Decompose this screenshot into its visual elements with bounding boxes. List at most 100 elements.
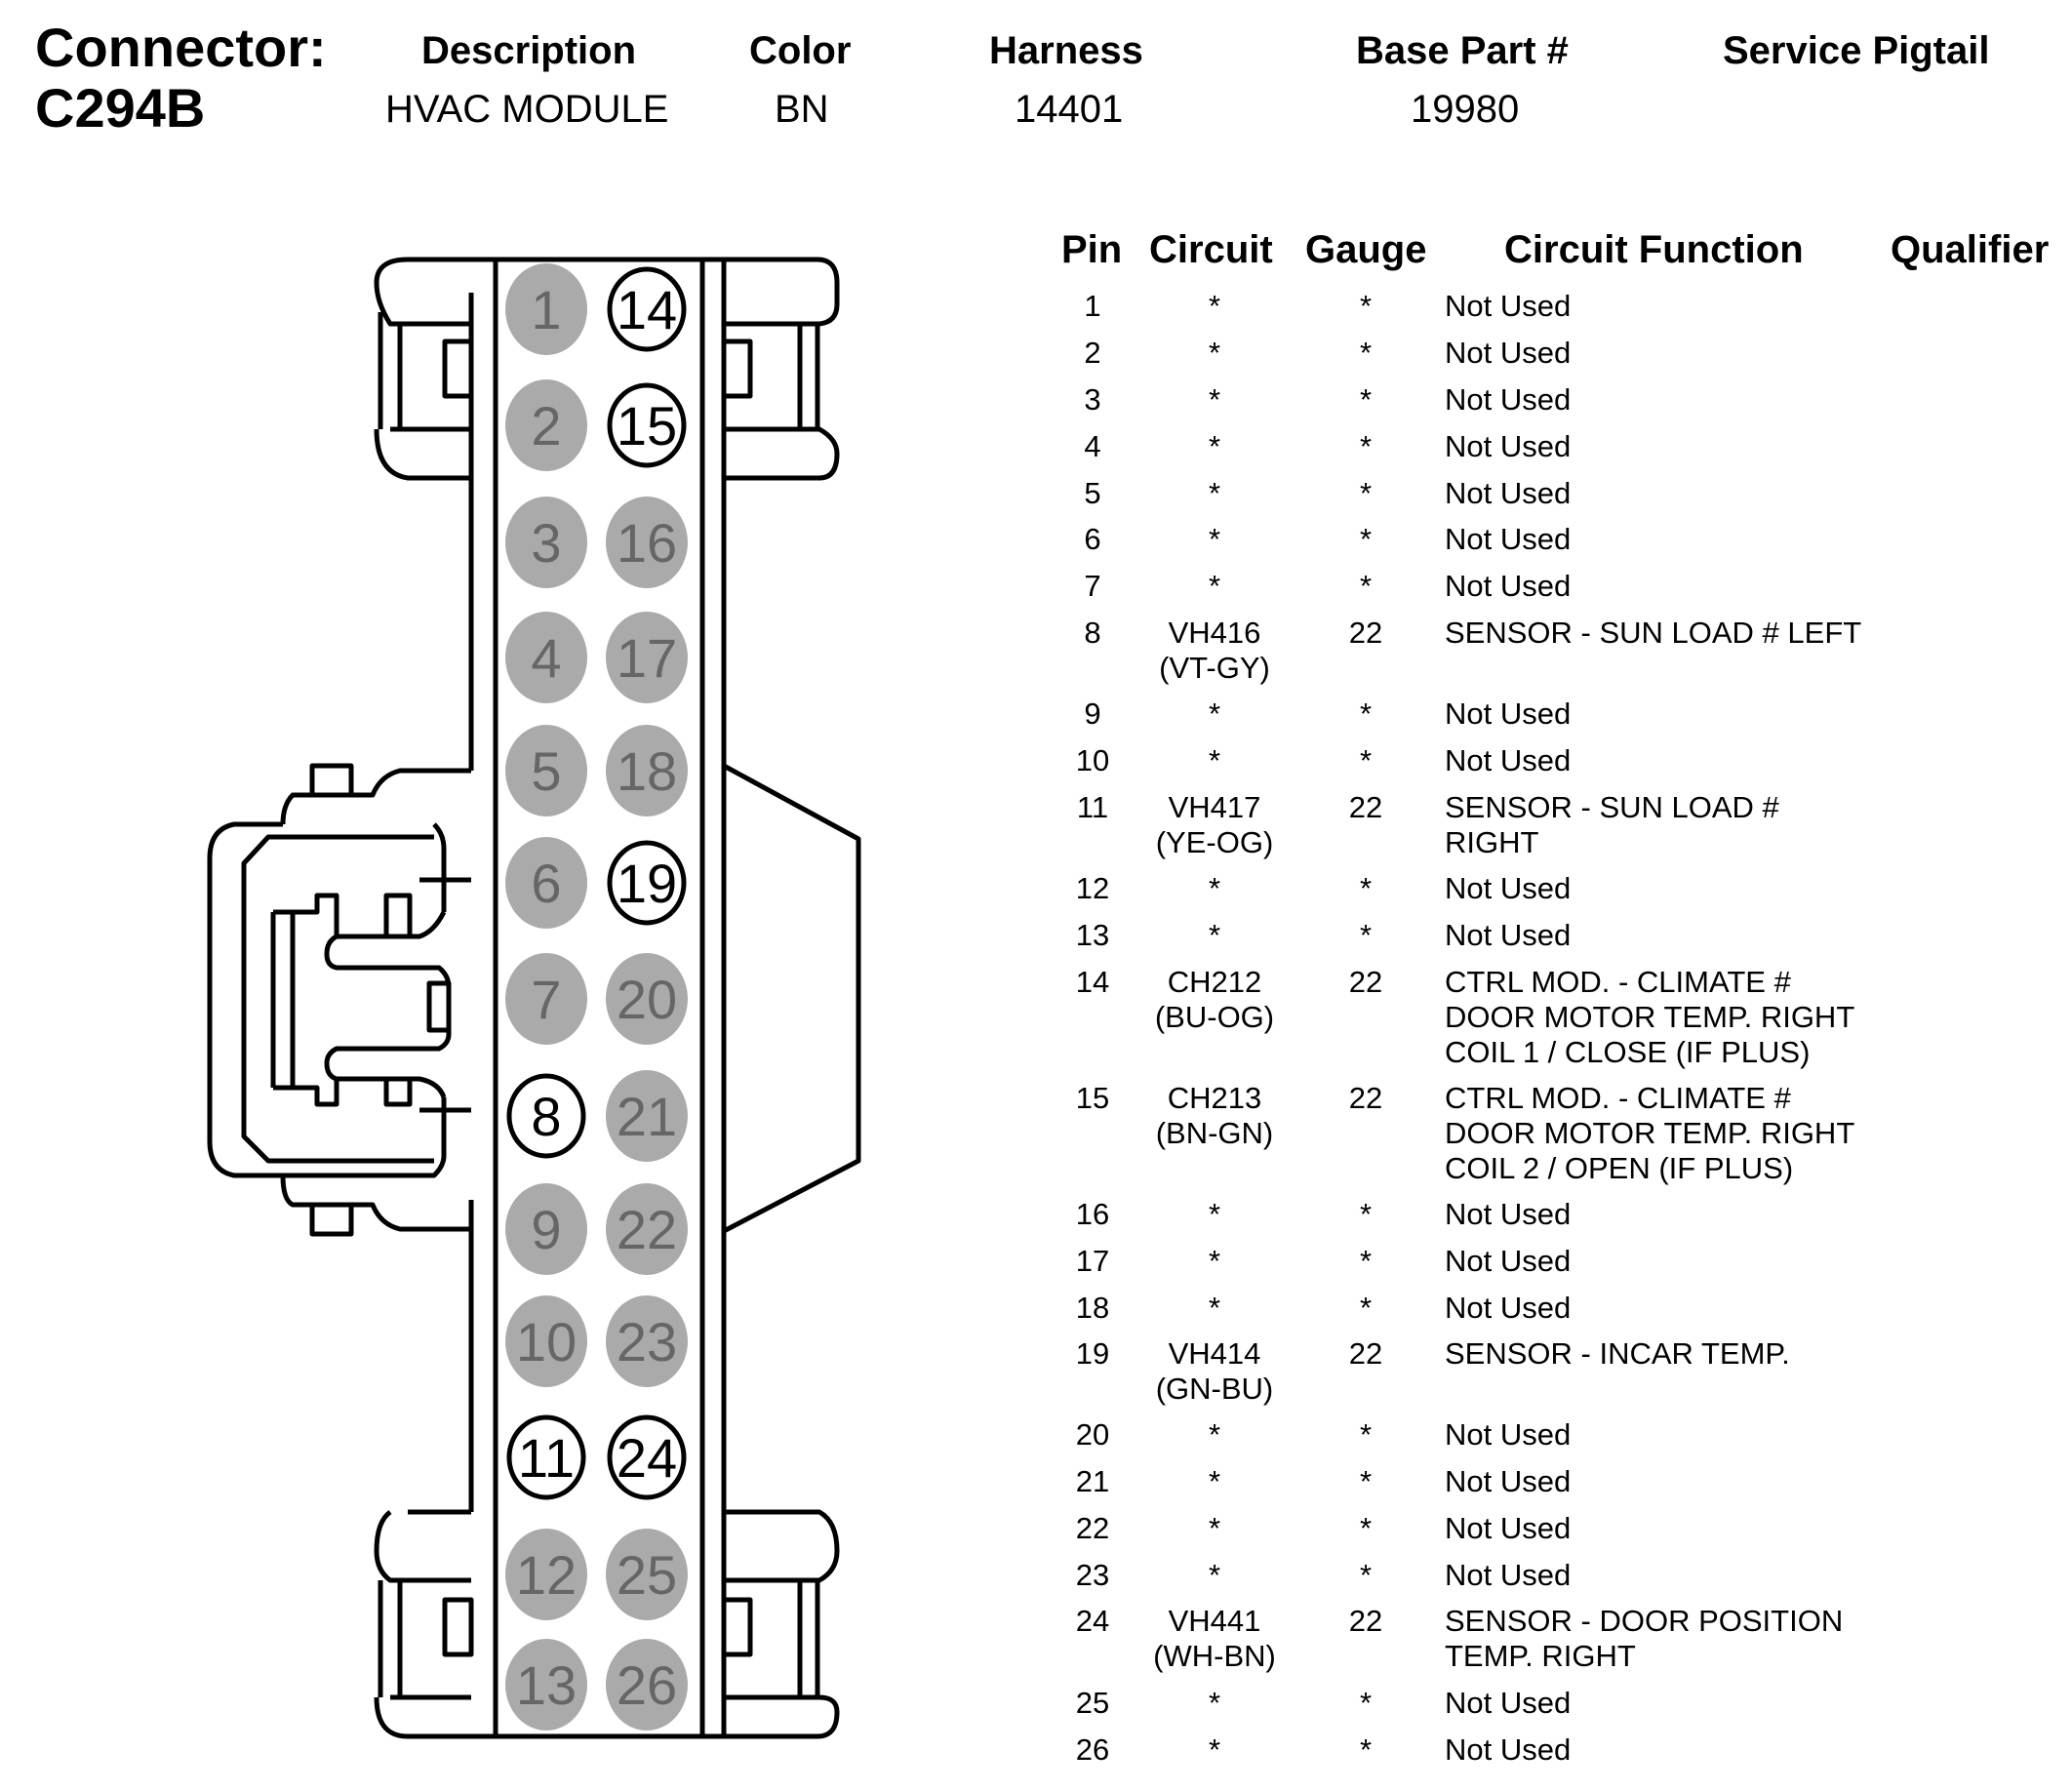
pin-cell: 18 [1075,1291,1110,1325]
pin-cell: 25 [1075,1686,1110,1720]
gauge-cell: * [1359,1197,1373,1231]
gauge-cell: * [1359,522,1373,556]
pin-number: 4 [531,627,561,689]
pin-cavity: 11 [506,1414,586,1500]
col-header-circuit-function: Circuit Function [1504,228,1804,271]
pin-cavity: 25 [606,1529,688,1620]
pin-cavity: 15 [607,382,687,468]
connector-label: Connector: [35,17,327,78]
function-cell: Not Used [1445,918,1572,952]
pin-number: 7 [531,969,561,1030]
gauge-cell: * [1359,696,1373,731]
gauge-cell: * [1359,918,1373,952]
gauge-cell: 22 [1348,1081,1383,1115]
function-cell: SENSOR - INCAR TEMP. [1445,1336,1790,1371]
connector-housing [207,257,861,1739]
unused-pin-circle [505,1639,587,1731]
pin-cavity: 14 [607,266,687,352]
function-cell: SENSOR - SUN LOAD # LEFT [1445,616,1862,650]
color-value: BN [775,88,829,131]
function-cell: SENSOR - SUN LOAD # RIGHT [1445,790,1779,859]
function-cell: Not Used [1445,1417,1572,1452]
pin-number: 15 [617,395,677,457]
circuit-cell: * [1208,476,1221,510]
unused-pin-circle [606,1183,688,1275]
pin-cavity: 3 [505,497,587,588]
unused-pin-circle [606,1070,688,1162]
pin-cavity: 10 [505,1295,587,1387]
pin-number: 19 [617,853,677,914]
used-pin-circle [506,1073,586,1159]
circuit-cell: VH417 (YE-OG) [1155,790,1274,859]
pin-number: 8 [531,1086,561,1147]
pin-cavity: 7 [505,953,587,1045]
unused-pin-circle [606,725,688,816]
function-cell: Not Used [1445,743,1572,777]
pin-cavity: 22 [606,1183,688,1275]
used-pin-circle [607,382,687,468]
gauge-cell: * [1359,1511,1373,1545]
function-cell: Not Used [1445,476,1572,510]
pin-cell: 9 [1084,696,1101,731]
function-cell: Not Used [1445,336,1572,370]
function-cell: Not Used [1445,569,1572,603]
gauge-cell: * [1359,743,1373,777]
pin-number: 1 [531,279,561,340]
pin-number: 5 [531,740,561,802]
circuit-cell: * [1208,1417,1221,1452]
circuit-cell: VH414 (GN-BU) [1155,1336,1274,1406]
pin-number: 17 [617,627,677,689]
circuit-cell: VH441 (WH-BN) [1153,1604,1276,1673]
pin-cavity: 5 [505,725,587,816]
unused-pin-circle [606,953,688,1045]
pin-cavity: 18 [606,725,688,816]
pin-number: 9 [531,1199,561,1260]
pin-number: 10 [516,1311,577,1373]
pin-cavity: 24 [607,1414,687,1500]
pin-cavity: 17 [606,612,688,703]
used-pin-circle [607,1414,687,1500]
pin-cell: 4 [1084,429,1101,463]
gauge-cell: * [1359,1244,1373,1278]
pin-cell: 23 [1075,1558,1110,1592]
col-header-circuit: Circuit [1149,228,1273,271]
function-cell: Not Used [1445,1197,1572,1231]
description-value: HVAC MODULE [385,88,669,131]
unused-pin-circle [606,497,688,588]
circuit-cell: * [1208,1464,1221,1498]
pin-cell: 20 [1075,1417,1110,1452]
function-cell: Not Used [1445,1244,1572,1278]
unused-pin-circle [606,1529,688,1620]
circuit-cell: * [1208,1197,1221,1231]
unused-pin-circle [505,953,587,1045]
pin-cell: 11 [1076,790,1109,824]
circuit-cell: * [1208,1686,1221,1720]
gauge-cell: * [1359,569,1373,603]
pin-cell: 7 [1084,569,1101,603]
gauge-cell: * [1359,336,1373,370]
circuit-cell: * [1208,1244,1221,1278]
used-pin-circle [607,266,687,352]
function-cell: Not Used [1445,289,1572,323]
gauge-cell: * [1359,429,1373,463]
pin-cell: 22 [1075,1511,1110,1545]
unused-pin-circle [505,1183,587,1275]
pin-number: 23 [617,1311,677,1373]
gauge-cell: 22 [1348,790,1383,824]
circuit-cell: * [1208,743,1221,777]
used-pin-circle [506,1414,586,1500]
gauge-cell: 22 [1348,616,1383,650]
description-label: Description [421,29,637,72]
pin-cavity: 8 [506,1073,586,1159]
gauge-cell: 22 [1348,1336,1383,1371]
gauge-cell: * [1359,1464,1373,1498]
gauge-cell: * [1359,1686,1373,1720]
function-cell: Not Used [1445,429,1572,463]
circuit-cell: * [1208,289,1221,323]
unused-pin-circle [606,612,688,703]
unused-pin-circle [606,1295,688,1387]
gauge-cell: 22 [1348,965,1383,999]
function-cell: Not Used [1445,1291,1572,1325]
pin-cavity: 26 [606,1639,688,1731]
pin-number: 12 [516,1544,577,1606]
